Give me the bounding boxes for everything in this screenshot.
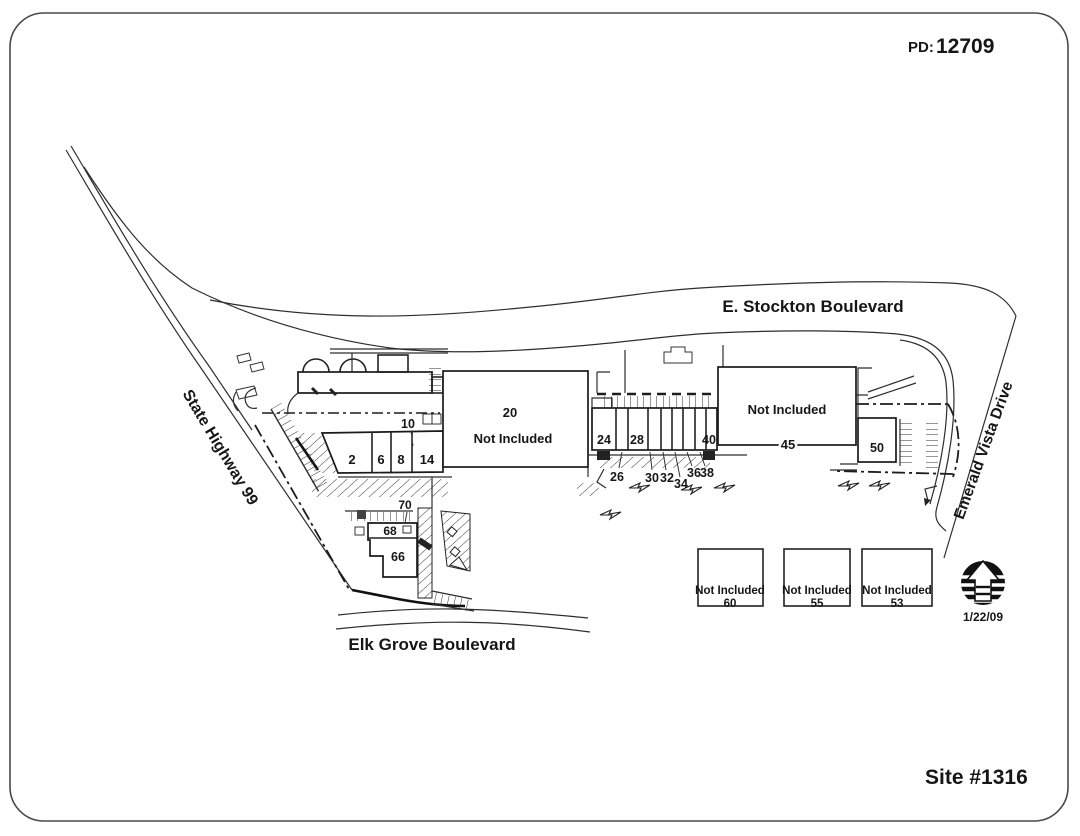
- elk-grove-north-edge: [337, 608, 589, 619]
- elk-grove-south-edge: [335, 621, 591, 633]
- building-45-status: Not Included: [748, 402, 827, 417]
- unit-label-14: 14: [420, 452, 435, 467]
- unit-label-2: 2: [348, 452, 355, 467]
- building-45: Not Included 45: [717, 366, 857, 455]
- outparcel-60: Not Included 60: [695, 548, 765, 610]
- pd-number: 12709: [936, 35, 994, 58]
- parking-details: [232, 345, 938, 612]
- building-50-number: 50: [870, 441, 884, 455]
- callout-label-38: 38: [700, 466, 714, 480]
- unit-label-8: 8: [397, 452, 404, 467]
- pd-label: PD:: [908, 39, 934, 56]
- unit-label-10: 10: [401, 417, 415, 431]
- emerald-centerline: [943, 315, 1017, 559]
- titles: PD: 12709 Site #1316: [908, 35, 1028, 789]
- outparcel-boxes: Not Included 60 Not Included 55 Not Incl…: [695, 548, 933, 610]
- unit-label-68: 68: [383, 524, 397, 538]
- unit-label-66: 66: [391, 550, 405, 564]
- callout-label-26: 26: [610, 470, 624, 484]
- callout-label-30: 30: [645, 471, 659, 485]
- building-45-number: 45: [781, 437, 795, 452]
- building-south: 68 66 70: [367, 498, 418, 578]
- north-arrow: 1/22/09: [961, 559, 1005, 624]
- road-label-stockton: E. Stockton Boulevard: [722, 297, 903, 316]
- outparcel-60-number: 60: [724, 598, 737, 610]
- buildings: 2 6 8 14 10 20 Not Included 24 28 40 26 …: [320, 366, 897, 578]
- outparcel-53-status: Not Included: [862, 585, 932, 597]
- site-number-label: Site #1316: [925, 766, 1028, 789]
- revision-date: 1/22/09: [963, 610, 1003, 624]
- boundary-dashdot-east-curve: [947, 403, 960, 478]
- unit-label-6: 6: [377, 452, 384, 467]
- outparcel-55: Not Included 55: [782, 548, 852, 610]
- outparcel-55-number: 55: [811, 598, 824, 610]
- building-20: 20 Not Included: [442, 370, 589, 468]
- unit-label-24: 24: [597, 433, 611, 447]
- stockton-south-edge: [83, 166, 955, 532]
- outparcel-53-number: 53: [891, 598, 904, 610]
- road-label-elk-grove: Elk Grove Boulevard: [348, 635, 515, 654]
- callout-label-34: 34: [674, 477, 688, 491]
- unit-label-28: 28: [630, 433, 644, 447]
- building-center-strip: 24 28 40 26 30 32 34 36 38: [591, 397, 718, 491]
- emerald-west-curb: [899, 339, 948, 505]
- callout-label-36: 36: [687, 466, 701, 480]
- boundary-dashdot-east-bottom: [835, 470, 954, 475]
- highway-99-edge-inner: [70, 145, 253, 431]
- stockton-north-edge: [209, 281, 1017, 317]
- building-west-strip: 2 6 8 14 10: [320, 413, 444, 474]
- unit-label-40: 40: [702, 433, 716, 447]
- outparcel-55-status: Not Included: [782, 585, 852, 597]
- outparcel-60-status: Not Included: [695, 585, 765, 597]
- boundary-dashdot-west: [254, 424, 351, 592]
- callout-label-70: 70: [398, 498, 412, 512]
- building-20-number: 20: [503, 405, 517, 420]
- building-20-status: Not Included: [474, 431, 553, 446]
- building-50: 50: [857, 417, 897, 463]
- outparcel-53: Not Included 53: [861, 548, 933, 610]
- callout-label-32: 32: [660, 471, 674, 485]
- highway-99-edge-outer: [65, 149, 353, 591]
